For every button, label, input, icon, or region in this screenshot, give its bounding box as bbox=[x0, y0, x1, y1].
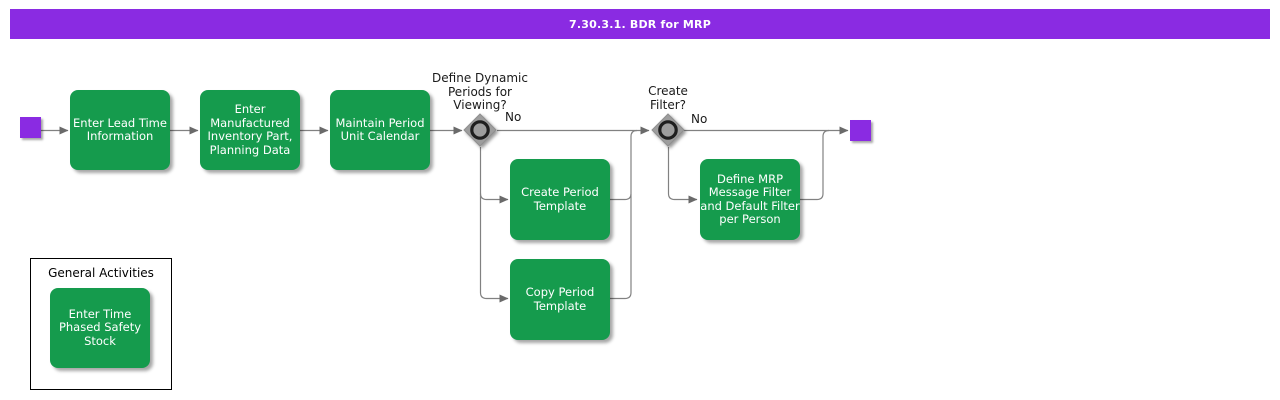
activity-label: Define MRP Message Filter and Default Fi… bbox=[700, 171, 800, 226]
gateway-question-create-filter: Create Filter? bbox=[648, 84, 688, 112]
general-activities-title: General Activities bbox=[48, 266, 154, 280]
end-event-square bbox=[850, 120, 871, 141]
gateway-question-define-dynamic-periods: Define Dynamic Periods for Viewing? bbox=[432, 71, 528, 112]
activity-enter-manufactured-inventory-part[interactable]: Enter Manufactured Inventory Part, Plann… bbox=[200, 90, 300, 170]
activity-define-mrp-message-filter[interactable]: Define MRP Message Filter and Default Fi… bbox=[700, 159, 800, 240]
activity-copy-period-template[interactable]: Copy Period Template bbox=[510, 259, 610, 340]
activity-label: Enter Lead Time Information bbox=[73, 115, 167, 143]
activity-label: Enter Manufactured Inventory Part, Plann… bbox=[207, 102, 293, 157]
activity-label: Maintain Period Unit Calendar bbox=[335, 115, 425, 143]
activity-label: Enter Time Phased Safety Stock bbox=[58, 306, 142, 348]
gateway-create-filter[interactable] bbox=[650, 112, 686, 148]
activity-create-period-template[interactable]: Create Period Template bbox=[510, 159, 610, 240]
activity-label: Create Period Template bbox=[521, 185, 599, 213]
activity-enter-time-phased-safety-stock[interactable]: Enter Time Phased Safety Stock bbox=[50, 288, 150, 368]
activity-maintain-period-unit-calendar[interactable]: Maintain Period Unit Calendar bbox=[330, 90, 430, 170]
gateway-diamond-icon bbox=[651, 113, 685, 147]
branch-label-no-1: No bbox=[505, 110, 522, 124]
start-event-square bbox=[20, 117, 41, 138]
gateway-define-dynamic-periods[interactable] bbox=[462, 112, 498, 148]
title-bar: 7.30.3.1. BDR for MRP bbox=[10, 9, 1270, 39]
page-title: 7.30.3.1. BDR for MRP bbox=[569, 17, 711, 31]
activity-enter-lead-time-information[interactable]: Enter Lead Time Information bbox=[70, 90, 170, 170]
branch-label-no-2: No bbox=[691, 112, 708, 126]
activity-label: Copy Period Template bbox=[525, 285, 595, 313]
gateway-diamond-icon bbox=[463, 113, 497, 147]
